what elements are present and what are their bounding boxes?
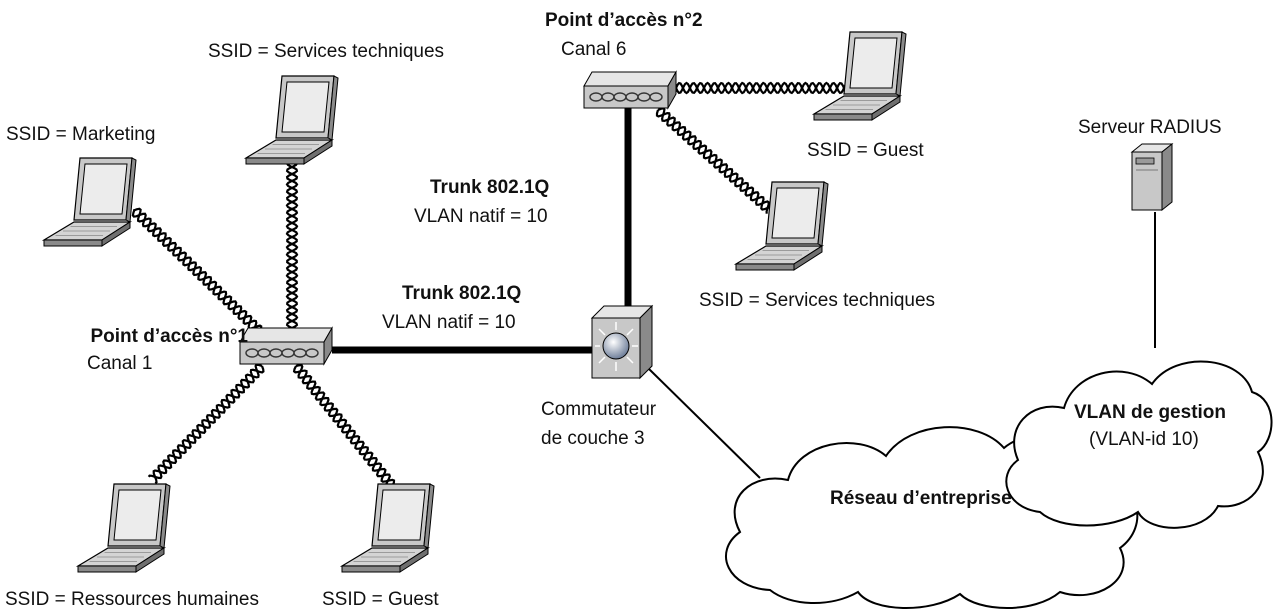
wireless-link-services-ap2 [655, 107, 774, 214]
ap2-name-label: Point d’accès n°2 [545, 10, 703, 31]
laptops-group [41, 31, 907, 573]
wireless-link-guest-ap2 [675, 81, 854, 95]
laptop-services-ap2 [733, 181, 829, 271]
laptop-marketing [41, 157, 137, 247]
laptop-rh [75, 483, 171, 573]
trunk2-vlan-label: VLAN natif = 10 [414, 206, 548, 227]
ssid-guest-ap1-label: SSID = Guest [322, 589, 439, 610]
enterprise-network-label: Réseau d’entreprise [830, 488, 1012, 509]
ap1-channel-label: Canal 1 [87, 353, 153, 374]
laptop-guest-ap2 [811, 31, 907, 121]
ssid-guest-ap2-label: SSID = Guest [807, 140, 924, 161]
trunk1-vlan-label: VLAN natif = 10 [382, 312, 516, 333]
laptop-services-ap1 [243, 75, 339, 165]
laptop-guest-ap1 [339, 483, 435, 573]
wireless-link-services-ap1 [285, 161, 299, 329]
management-vlan-cloud [1005, 360, 1273, 529]
access-point-1-device [239, 326, 333, 366]
trunk1-title-label: Trunk 802.1Q [402, 283, 521, 304]
link-switch-enterprise [647, 367, 761, 479]
switch-label-line1: Commutateur [541, 399, 657, 420]
wireless-links [131, 81, 854, 489]
ap2-channel-label: Canal 6 [561, 39, 627, 60]
switch-label-line2: de couche 3 [541, 428, 645, 449]
ssid-marketing-label: SSID = Marketing [6, 124, 155, 145]
ap1-name-label: Point d’accès n°1 [90, 326, 248, 347]
radius-server-device [1130, 142, 1174, 212]
wireless-link-rh [147, 363, 265, 485]
management-vlan-title: VLAN de gestion [1074, 402, 1226, 423]
ssid-rh-label: SSID = Ressources humaines [5, 589, 259, 610]
radius-server-label: Serveur RADIUS [1078, 117, 1222, 138]
layer3-switch-device [590, 304, 654, 380]
trunk2-title-label: Trunk 802.1Q [430, 177, 549, 198]
wireless-link-marketing [131, 207, 263, 335]
ssid-services-ap2-label: SSID = Services techniques [699, 290, 935, 311]
management-vlan-subtitle: (VLAN-id 10) [1089, 429, 1199, 450]
wireless-link-guest-ap1 [292, 364, 396, 489]
access-point-2-device [583, 70, 677, 110]
ssid-services-ap1-label: SSID = Services techniques [208, 41, 444, 62]
